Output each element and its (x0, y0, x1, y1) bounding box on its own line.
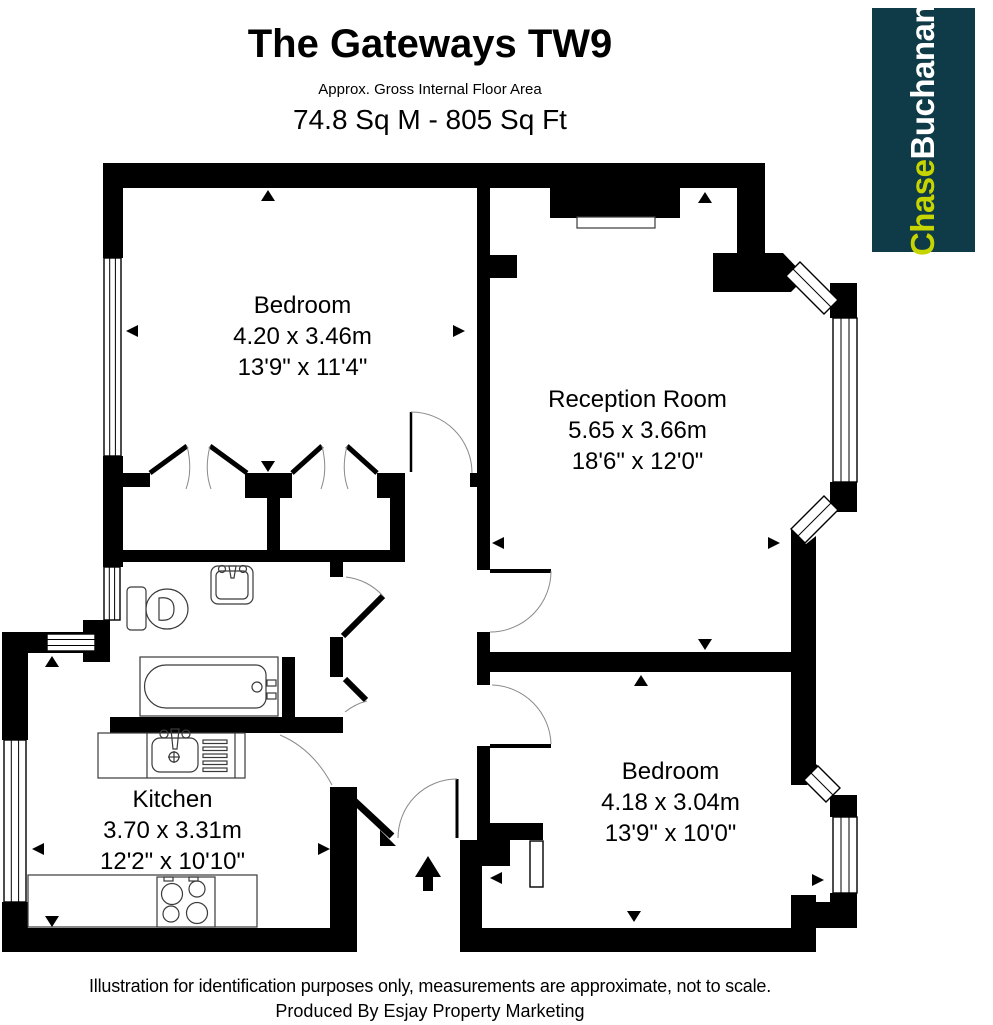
footer-producer: Produced By Esjay Property Marketing (275, 1001, 585, 1021)
bedroom1-door (409, 411, 473, 474)
bathroom-sink-icon (210, 564, 254, 605)
doors (148, 411, 552, 888)
logo-text: ChaseBuchanan (905, 4, 943, 256)
room-metric: 4.18 x 3.04m (601, 789, 740, 816)
chimney-breast (550, 188, 680, 218)
toilet-icon (126, 586, 189, 631)
room-imperial: 18'6" x 12'0" (571, 448, 704, 475)
page-title: The Gateways TW9 (247, 22, 613, 66)
room-name: Bedroom (621, 758, 720, 785)
bedroom1-label: Bedroom 4.20 x 3.46m 13'9" x 11'4" (150, 290, 455, 383)
room-name: Kitchen (132, 786, 213, 813)
walls (2, 163, 857, 952)
room-metric: 5.65 x 3.66m (568, 417, 707, 444)
reception-door (489, 569, 552, 633)
room-name: Reception Room (548, 386, 727, 413)
footer-disclaimer: Illustration for identification purposes… (88, 976, 772, 996)
room-metric: 3.70 x 3.31m (103, 817, 242, 844)
bathroom-door (340, 576, 386, 639)
bedroom2-door (490, 684, 552, 748)
hearth (576, 216, 656, 229)
logo-buchanan: Buchanan (904, 3, 942, 160)
hob-icon (27, 874, 258, 928)
reception-label: Reception Room 5.65 x 3.66m 18'6" x 12'0… (485, 384, 790, 477)
bedroom2-bay-window (803, 765, 858, 894)
kitchen-door (279, 734, 395, 839)
room-imperial: 13'9" x 10'0" (604, 820, 737, 847)
fixtures (27, 216, 656, 928)
cupboard-door (342, 676, 369, 713)
room-name: Bedroom (253, 292, 352, 319)
measure-arrows (32, 190, 824, 927)
entrance-arrow-icon (415, 856, 441, 891)
bathroom-window (103, 566, 121, 621)
page-subtitle: Approx. Gross Internal Floor Area (318, 81, 542, 98)
wardrobe-doors (148, 443, 379, 490)
logo-chase: Chase (904, 159, 942, 257)
room-imperial: 12'2" x 10'10" (100, 848, 245, 875)
chase-buchanan-logo: ChaseBuchanan (872, 4, 975, 256)
lobby-door-leaf (529, 840, 544, 888)
bedroom2-label: Bedroom 4.18 x 3.04m 13'9" x 10'0" (518, 756, 823, 849)
entrance-door (397, 778, 459, 839)
floor-area-text: 74.8 Sq M - 805 Sq Ft (293, 104, 567, 135)
kitchen-sink-icon (97, 728, 246, 779)
room-metric: 4.20 x 3.46m (233, 323, 372, 350)
kitchen-label: Kitchen 3.70 x 3.31m 12'2" x 10'10" (20, 784, 325, 877)
header: The Gateways TW9 Approx. Gross Internal … (0, 0, 860, 136)
reception-bay-window (785, 261, 858, 544)
kitchen-left-window (3, 739, 27, 903)
windows (3, 257, 858, 903)
bedroom1-window (103, 257, 122, 457)
kitchen-top-window (46, 633, 96, 652)
bathtub-icon (139, 656, 279, 717)
room-imperial: 13'9" x 11'4" (237, 354, 368, 381)
